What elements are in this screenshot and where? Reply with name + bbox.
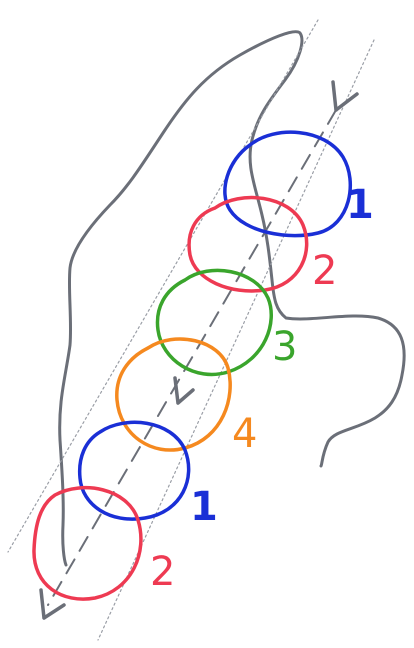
- circle-label-1b: 1: [190, 484, 218, 530]
- arrow-down-left-icon: [39, 588, 66, 620]
- area-outline: [58, 30, 406, 567]
- circle-label-4: 4: [232, 411, 257, 457]
- corridor-right-line: [97, 39, 375, 641]
- diagram-background-shapes: [7, 19, 406, 641]
- circle-label-2a: 2: [312, 248, 337, 294]
- circle-label-3: 3: [272, 324, 297, 370]
- circle-marker-2a: [187, 195, 309, 293]
- circle-marker-2b: [32, 486, 143, 601]
- circle-marker-1a: [223, 130, 352, 238]
- arrow-down-left-icon: [331, 80, 359, 112]
- circle-label-1a: 1: [346, 182, 374, 228]
- direction-arrows: [39, 80, 359, 620]
- circle-labels: 1 2 3 4 1 2: [150, 182, 374, 595]
- circle-marker-3: [155, 268, 273, 377]
- arrow-down-left-icon: [173, 376, 195, 405]
- circle-markers: [32, 130, 352, 601]
- center-track-line: [47, 109, 337, 606]
- circle-marker-1b: [77, 420, 191, 521]
- circle-label-2b: 2: [150, 549, 175, 595]
